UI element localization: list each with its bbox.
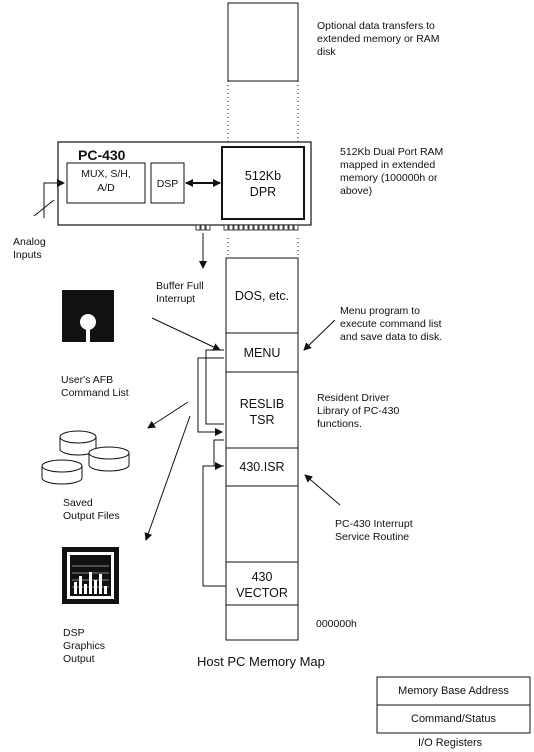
menu-saved-arrow <box>147 401 189 429</box>
dpr-box <box>221 146 305 220</box>
isr-desc-arrow <box>304 474 341 506</box>
io-register-status <box>376 704 531 734</box>
io-register-base <box>376 676 531 706</box>
mm-isr: 430.ISR <box>239 460 285 474</box>
menu-reslib-link <box>205 349 224 425</box>
dsp-box <box>150 162 185 204</box>
dpr-description: 512Kb Dual Port RAM mapped in extended m… <box>340 146 444 197</box>
reslib-isr-link <box>213 439 224 467</box>
analog-input-arrow <box>43 179 65 218</box>
isr-description: PC-430 Interrupt Service Routine <box>335 518 413 543</box>
vector-isr-link <box>202 462 226 587</box>
mm-vector: 430 VECTOR <box>236 570 288 600</box>
menu-description: Menu program to execute command list and… <box>340 305 443 343</box>
io-base-label: Memory Base Address <box>398 685 509 697</box>
analog-inputs-label: Analog Inputs <box>13 236 46 261</box>
mm-reslib: RESLIB TSR <box>239 397 285 427</box>
mm-dos: DOS, etc. <box>234 289 290 303</box>
afb-menu-arrow <box>151 317 221 351</box>
dsp-label: DSP <box>156 178 179 190</box>
memory-map-column <box>225 257 299 641</box>
disk-stack-icon <box>41 430 130 485</box>
menu-desc-arrow <box>303 319 336 351</box>
reslib-description: Resident Driver Library of PC-430 functi… <box>317 392 400 430</box>
floppy-disk-icon <box>62 290 114 342</box>
graphics-monitor-icon <box>62 547 119 604</box>
io-registers-title: I/O Registers <box>418 737 483 749</box>
mm-menu: MENU <box>243 346 281 360</box>
memory-map-title: Host PC Memory Map <box>197 654 325 669</box>
menu-graphics-arrow <box>144 415 191 541</box>
board-connector-pins <box>195 224 299 231</box>
analog-slash <box>33 199 55 217</box>
pc430-title: PC-430 <box>78 147 126 163</box>
afb-label: User's AFB Command List <box>61 374 129 399</box>
dpr-label: 512Kb DPR <box>244 169 282 199</box>
buffer-full-label: Buffer Full Interrupt <box>156 280 204 305</box>
graphics-output-label: DSP Graphics Output <box>63 627 106 665</box>
mux-label: MUX, S/H, A/D <box>81 168 131 194</box>
mux-box <box>66 162 146 204</box>
menu-reslib-link-outer <box>197 357 224 436</box>
io-status-label: Command/Status <box>411 713 496 725</box>
extended-memory-box <box>227 2 299 82</box>
mm-base-address: 000000h <box>316 618 357 630</box>
optional-transfers-note: Optional data transfers to extended memo… <box>317 20 440 58</box>
saved-files-label: Saved Output Files <box>63 497 120 522</box>
